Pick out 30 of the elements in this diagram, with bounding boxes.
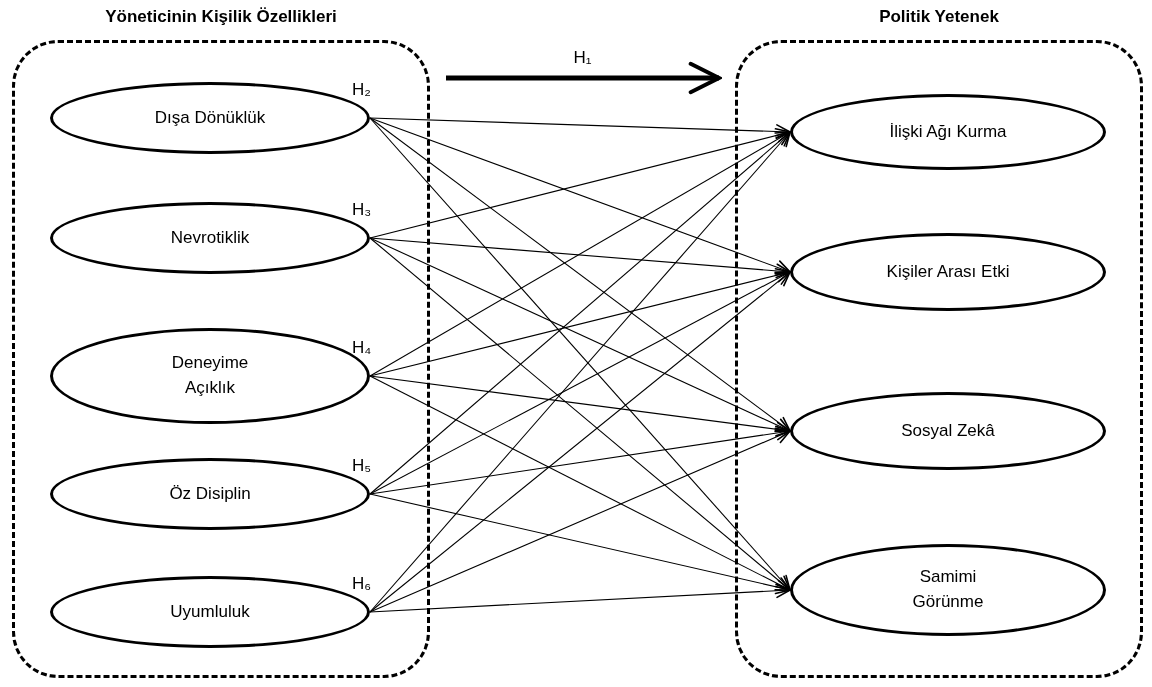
node-label: Nevrotiklik	[170, 226, 250, 249]
arrow	[369, 237, 791, 433]
arrow	[369, 117, 791, 139]
arrow	[369, 425, 791, 495]
node-label: Uyumluluk	[170, 600, 250, 623]
node-label: İlişki Ağı Kurma	[889, 120, 1007, 143]
node-label: Sosyal Zekâ	[901, 419, 995, 442]
arrow	[369, 117, 791, 432]
node-label: Dışa Dönüklük	[154, 106, 266, 129]
hypothesis-label: H₄	[352, 338, 372, 358]
arrow	[369, 271, 791, 495]
arrow	[369, 237, 791, 279]
arrow	[369, 429, 791, 613]
node-label: Samimi Görünme	[911, 566, 985, 613]
arrow	[369, 583, 791, 613]
node-label: Kişiler Arası Etki	[886, 260, 1010, 283]
hypothesis-label: H₆	[352, 574, 372, 594]
hypothesis-label: H₃	[352, 200, 372, 220]
thick-arrow	[446, 61, 721, 95]
hypothesis-label: H₂	[352, 80, 371, 100]
arrow	[369, 131, 791, 495]
arrow	[369, 375, 791, 591]
hypothesis-label: H₅	[352, 456, 372, 476]
group-title: Yöneticinin Kişilik Özellikleri	[104, 7, 338, 27]
group-title: Politik Yetenek	[878, 7, 1000, 27]
arrow	[369, 117, 791, 275]
arrow	[369, 493, 791, 595]
node-label: Öz Disiplin	[169, 482, 251, 505]
arrow	[369, 131, 791, 377]
node-label: Deneyime Açıklık	[170, 352, 250, 399]
